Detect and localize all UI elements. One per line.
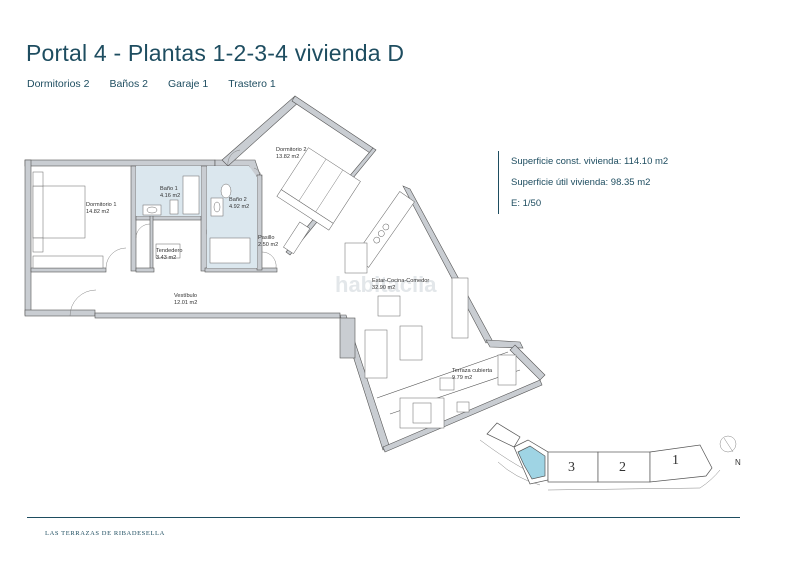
- label-estar-cocina-comedor: Estar-Cocina-Comedor: [372, 278, 429, 284]
- surface-info: Superficie const. vivienda: 114.10 m2 Su…: [498, 151, 668, 214]
- label-tendedero: Tendedero: [156, 248, 182, 254]
- door-swings: [69, 149, 277, 317]
- key-block-highlight: [517, 445, 546, 480]
- area-dormitorio-1: 14.82 m2: [86, 209, 109, 215]
- feature-trastero: Trastero 1: [228, 78, 276, 90]
- key-block-3: [547, 451, 599, 483]
- label-bano-1: Baño 1: [160, 186, 178, 192]
- feature-dormitorios: Dormitorios 2: [27, 78, 90, 90]
- label-pasillo: Pasillo: [258, 235, 274, 241]
- key-block-1: [649, 444, 713, 483]
- area-estar-cocina-comedor: 32.90 m2: [372, 285, 395, 291]
- pasillo-storage: [209, 237, 251, 264]
- kitchen-island: [344, 242, 368, 274]
- area-pasillo: 2.50 m2: [258, 242, 278, 248]
- bano2-fixtures: [210, 183, 232, 217]
- feature-garaje: Garaje 1: [167, 78, 209, 90]
- label-vestibulo: Vestíbulo: [174, 293, 197, 299]
- key-block-1-label: 1: [672, 453, 679, 468]
- walls: [24, 95, 546, 453]
- key-block-2-label: 2: [619, 460, 626, 475]
- footer-brand: LAS TERRAZAS DE RIBADESELLA: [45, 530, 165, 537]
- footer-divider: [27, 517, 740, 518]
- label-dormitorio-1: Dormitorio 1: [86, 202, 116, 208]
- surface-useful: Superficie útil vivienda: 98.35 m2: [511, 177, 651, 188]
- surface-constructed: Superficie const. vivienda: 114.10 m2: [511, 156, 669, 167]
- tendedero-unit: [155, 243, 181, 259]
- label-terraza-cubierta: Terraza cubierta: [452, 368, 493, 374]
- bed-dormitorio-1: [32, 171, 104, 269]
- key-plan: 3 2 1 N: [479, 422, 741, 491]
- terrace-furniture: [399, 354, 517, 429]
- room-labels: Dormitorio 1 14.82 m2 Baño 1 4.16 m2 Bañ…: [86, 147, 493, 381]
- watermark: habitaclia: [335, 272, 437, 297]
- area-bano-2: 4.92 m2: [229, 204, 249, 210]
- label-dormitorio-2: Dormitorio 2: [276, 147, 306, 153]
- feature-banos: Baños 2: [109, 78, 148, 90]
- living-furniture: [364, 277, 469, 379]
- key-block-end: [486, 422, 521, 448]
- key-block-3-label: 3: [568, 460, 575, 475]
- label-bano-2: Baño 2: [229, 197, 247, 203]
- north-indicator: N: [735, 458, 741, 467]
- bed-dormitorio-2: [276, 147, 361, 231]
- bano1-fixtures: [142, 175, 200, 216]
- page-title: Portal 4 - Plantas 1-2-3-4 vivienda D: [26, 40, 405, 66]
- north-compass: [719, 435, 737, 453]
- area-dormitorio-2: 13.82 m2: [276, 154, 299, 160]
- features-list: Dormitorios 2 Baños 2 Garaje 1 Trastero …: [27, 78, 276, 90]
- area-terraza-cubierta: 9.79 m2: [452, 375, 472, 381]
- area-bano-1: 4.16 m2: [160, 193, 180, 199]
- wardrobe-dormitorio-2: [283, 221, 311, 255]
- key-block-2: [597, 451, 651, 483]
- plan-scale: E: 1/50: [511, 198, 542, 209]
- area-vestibulo: 12.01 m2: [174, 300, 197, 306]
- area-tendedero: 3.43 m2: [156, 255, 176, 261]
